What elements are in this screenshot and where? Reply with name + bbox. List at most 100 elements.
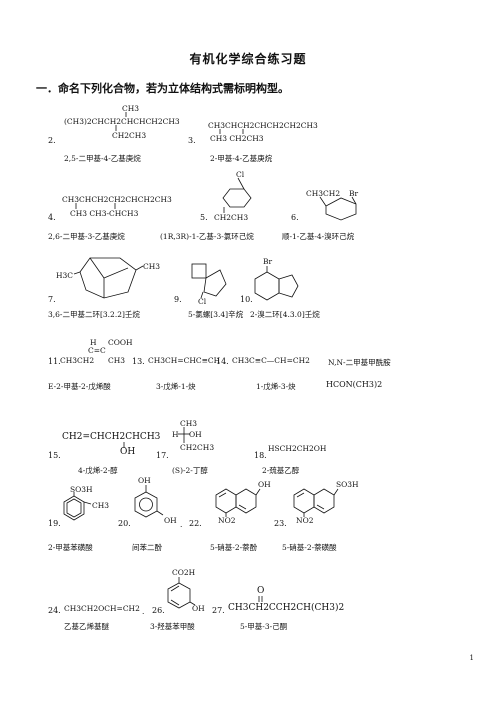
answer-18: 2-巯基乙醇 — [262, 466, 300, 475]
item-number-11: 11. — [48, 357, 61, 366]
formula-3-line-1: CH3CHCH2CHCH2CH2CH3 — [208, 121, 318, 130]
item-prefix-26: . — [142, 607, 145, 616]
formula-11-ch3: CH3 — [108, 356, 126, 365]
answer-24: 乙基乙烯基醚 — [64, 622, 109, 631]
item-number-9: 9. — [174, 295, 182, 304]
answer-10: 2-溴二环[4.3.0]壬烷 — [250, 310, 320, 319]
answer-17: (S)-2-丁醇 — [172, 466, 208, 475]
page-number: 1 — [469, 654, 474, 662]
formula-26-oh: OH — [192, 604, 205, 613]
item-number-6: 6. — [291, 213, 299, 222]
answer-3: 2-甲基-4-乙基庚烷 — [210, 154, 273, 163]
formula-10-br: Br — [263, 257, 273, 266]
formula-4-line-1: CH3CHCH2CH2CHCH2CH3 — [62, 195, 172, 204]
answer-5: (1R,3R)-1-乙基-3-氯环己烷 — [160, 232, 254, 241]
item-number-24: 24. — [48, 606, 61, 615]
formula-5-cl: Cl — [236, 170, 245, 179]
answer-dmf: N,N-二甲基甲酰胺 — [328, 358, 391, 367]
item-number-20: 20. — [118, 519, 131, 528]
answer-27: 5-甲基-3-己酮 — [240, 622, 288, 631]
formula-19-ch3: CH3 — [92, 501, 110, 510]
formula-13: CH3CH=CHC≡CH — [148, 356, 221, 365]
formula-17-ethyl: CH2CH3 — [180, 443, 215, 452]
answer-2: 2,5-二甲基-4-乙基庚烷 — [64, 154, 141, 163]
formula-3-line-2: CH3 CH2CH3 — [210, 134, 264, 143]
item-number-17: 17. — [156, 451, 169, 460]
item-number-22: 22. — [189, 519, 202, 528]
formula-27-o: O — [257, 586, 265, 596]
formula-20-oh-top: OH — [138, 476, 151, 485]
formula-18: HSCH2CH2OH — [268, 444, 327, 453]
item-number-3: 3. — [188, 136, 196, 145]
formula-22-oh: OH — [258, 480, 271, 489]
formula-11-ethyl: CH3CH2 — [60, 356, 95, 365]
item-number-2: 2. — [48, 136, 56, 145]
answer-6: 顺-1-乙基-4-溴环己烷 — [282, 232, 355, 241]
item-number-13: 13. — [132, 357, 145, 366]
formula-7-h3c: H3C — [56, 271, 74, 280]
answer-11: E-2-甲基-2-戊烯酸 — [48, 382, 111, 391]
formula-11-cooh: COOH — [108, 338, 133, 347]
formula-23-no2: NO2 — [296, 516, 314, 525]
formula-14: CH3C≡C—CH=CH2 — [232, 356, 310, 365]
item-number-5: 5. — [200, 213, 208, 222]
answer-7: 3,6-二甲基二环[3.2.2]壬烷 — [48, 310, 140, 319]
item-number-4: 4. — [48, 213, 56, 222]
answer-19: 2-甲基苯磺酸 — [48, 543, 93, 552]
formula-7-ch3: CH3 — [143, 262, 161, 271]
item-number-18: 18. — [254, 451, 267, 460]
formula-17-h: H — [172, 430, 179, 439]
formula-15-oh: OH — [120, 447, 136, 457]
item-number-15: 15. — [48, 451, 61, 460]
answer-4: 2,6-二甲基-3-乙基庚烷 — [48, 232, 125, 241]
formula-11-h: H — [90, 338, 97, 347]
formula-19-so3h: SO3H — [70, 485, 93, 494]
formula-17-ch3: CH3 — [180, 419, 198, 428]
formula-4-line-2: CH3 CH3-CHCH3 — [70, 209, 139, 218]
formula-dmf: HCON(CH3)2 — [326, 380, 383, 389]
formula-11-cc: C=C — [88, 346, 106, 355]
answer-14: 1-戊烯-3-炔 — [256, 382, 296, 391]
item-number-26: 26. — [152, 606, 165, 615]
answer-15: 4-戊烯-2-醇 — [78, 466, 118, 475]
item-number-23: 23. — [274, 519, 287, 528]
page-title: 有机化学综合练习题 — [189, 52, 307, 66]
formula-24: CH3CH2OCH=CH2 — [64, 604, 140, 613]
formula-2-line-2: (CH3)2CHCH2CHCHCH2CH3 — [64, 117, 180, 126]
formula-5-ethyl: CH2CH3 — [214, 213, 249, 222]
formula-20-oh-bottom: OH — [164, 516, 177, 525]
formula-27: CH3CH2CCH2CH(CH3)2 — [228, 603, 345, 613]
formula-26-co2h: CO2H — [172, 568, 196, 577]
formula-23-so3h: SO3H — [336, 480, 359, 489]
item-number-19: 19. — [48, 519, 61, 528]
formula-6-ethyl: CH3CH2 — [306, 189, 341, 198]
answer-13: 3-戊烯-1-炔 — [156, 382, 196, 391]
formula-15-line-1: CH2=CHCH2CHCH3 — [62, 432, 161, 442]
formula-2-line-1: CH3 — [122, 104, 140, 113]
answer-20: 间苯二酚 — [132, 543, 162, 552]
item-number-27: 27. — [212, 606, 225, 615]
item-number-7: 7. — [48, 295, 56, 304]
item-prefix-22: . — [180, 520, 183, 529]
answer-22: 5-硝基-2-萘酚 — [210, 543, 258, 552]
answer-9: 5-氯螺[3.4]辛烷 — [188, 310, 244, 319]
formula-2-line-3: CH2CH3 — [112, 131, 147, 140]
formula-9-cl: Cl — [198, 297, 207, 306]
section-heading: 一．命名下列化合物，若为立体结构式需标明构型。 — [36, 82, 289, 95]
answer-23: 5-硝基-2-萘磺酸 — [282, 543, 337, 552]
